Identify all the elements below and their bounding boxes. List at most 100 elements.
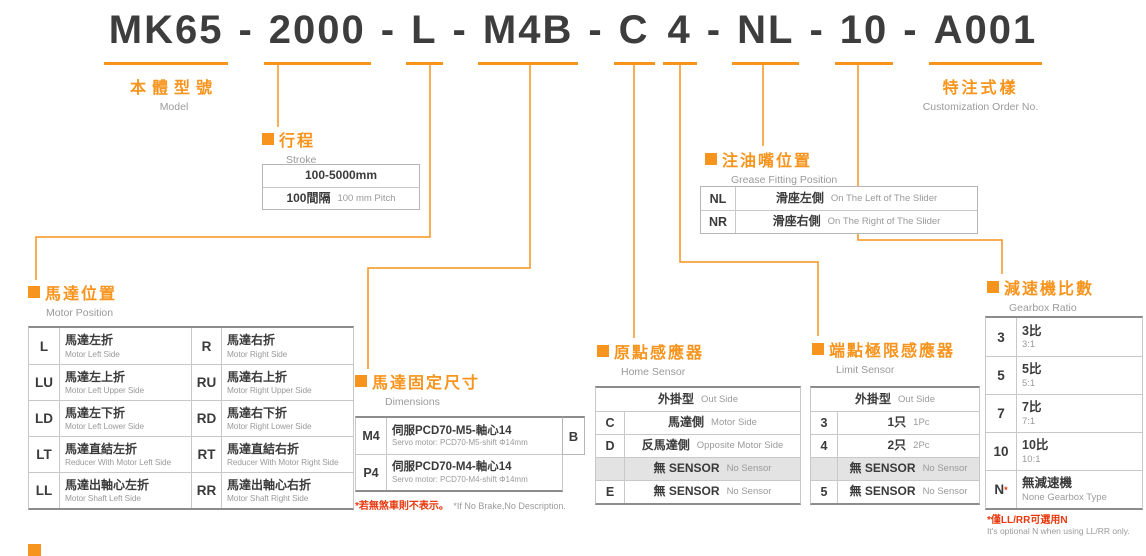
desc-cell: 無 SENSOR No Sensor <box>624 481 800 503</box>
segment-separator: - <box>452 8 468 52</box>
section-bullet-icon <box>812 343 824 355</box>
zh-label: 馬達左下折 <box>65 405 126 420</box>
en-label: On The Right of The Slider <box>827 216 941 228</box>
section-title-en: Stroke <box>286 154 317 166</box>
code-cell: NL <box>709 191 727 206</box>
segment-separator: - <box>706 8 723 52</box>
table-header-row: 外掛型 Out Side <box>811 388 979 411</box>
code-cell: 7 <box>997 406 1005 421</box>
model-code-segment-motor-position: L <box>406 8 443 65</box>
model-code-segment-custom: A001 <box>928 8 1043 65</box>
section-bullet-icon <box>355 375 367 387</box>
code-cell: RU <box>191 365 221 400</box>
zh-label: 無 SENSOR <box>653 484 720 499</box>
header-cell: 外掛型 Out Side <box>596 388 800 411</box>
code-cell: LL <box>35 483 53 498</box>
table-row: NR 滑座右側 On The Right of The Slider <box>701 210 977 233</box>
zh-label: 10比 <box>1022 438 1049 453</box>
code-cell: N* <box>994 482 1008 497</box>
section-title-en: Limit Sensor <box>836 364 895 376</box>
section-title-zh: 特注式樣 <box>942 80 1019 97</box>
segment-separator: - <box>588 8 604 52</box>
model-code-segment-gearbox: 10 <box>834 8 894 65</box>
en-label: No Sensor <box>922 463 968 475</box>
en-label: No Sensor <box>726 486 772 498</box>
stroke-range: 100-5000mm <box>304 168 378 183</box>
zh-label: 5比 <box>1022 362 1042 377</box>
zh-label: 7比 <box>1022 400 1042 415</box>
section-title-zh: 馬達固定尺寸 <box>372 375 481 392</box>
code-cell: LT <box>36 447 52 462</box>
zh-label: 反馬達側 <box>641 438 690 453</box>
footnote-en: It's optional N when using LL/RR only. <box>987 526 1130 536</box>
code-cell: C <box>605 416 615 430</box>
zh-label: 外掛型 <box>658 391 695 406</box>
grease-fitting-table: NL 滑座左側 On The Left of The Slider NR 滑座右… <box>700 186 978 234</box>
section-bullet-icon <box>262 133 274 145</box>
en-label: Motor Left Side <box>65 348 120 359</box>
table-row: 100間隔 100 mm Pitch <box>263 187 419 209</box>
code-cell: E <box>605 485 615 499</box>
desc-cell: 滑座右側 On The Right of The Slider <box>735 211 977 233</box>
section-title-en: Dimensions <box>385 396 440 408</box>
code-cell: LD <box>35 411 53 426</box>
section-title-en: Customization Order No. <box>922 101 1039 113</box>
zh-label: 滑座右側 <box>772 214 821 229</box>
en-label: Motor Left Upper Side <box>65 385 145 396</box>
table-row: NL 滑座左側 On The Left of The Slider <box>701 187 977 210</box>
code-cell: 3 <box>820 416 828 430</box>
zh-label: 馬達出軸心左折 <box>65 477 150 492</box>
code-cell: NR <box>708 215 728 229</box>
section-title-zh: 馬達位置 <box>45 286 118 303</box>
table-header-row: 外掛型 Out Side <box>596 388 800 411</box>
model-code-segment-series: MK65 <box>103 8 229 65</box>
section-title-en: Grease Fitting Position <box>731 174 838 186</box>
section-dimensions: 馬達固定尺寸 Dimensions <box>355 369 480 408</box>
en-label: 1Pc <box>913 417 930 429</box>
en-label: Motor Left Lower Side <box>65 421 145 432</box>
en-label: No Sensor <box>922 486 968 498</box>
section-title-en: Gearbox Ratio <box>1009 302 1077 314</box>
section-title-zh: 減速機比數 <box>1004 281 1095 298</box>
header-cell: 外掛型 Out Side <box>811 388 979 411</box>
zh-label: 馬達左上折 <box>65 369 126 384</box>
zh-label: 無 SENSOR <box>849 461 916 476</box>
code-cell: 5 <box>997 368 1005 383</box>
code-cell <box>811 458 837 480</box>
en-label: Motor Right Side <box>227 348 288 359</box>
section-title-zh: 注油嘴位置 <box>722 153 813 170</box>
segment-separator: - <box>809 8 825 52</box>
section-title-zh: 本體型號 <box>129 80 218 97</box>
code-cell: 5 <box>820 485 828 499</box>
zh-label: 伺服PCD70-M4-軸心14 <box>392 461 512 474</box>
zh-label: 滑座左側 <box>775 190 824 205</box>
section-model: 本體型號 Model <box>99 74 249 113</box>
zh-label: 3比 <box>1022 323 1042 338</box>
model-code-title: MK65 - 2000 - L - M4B - C 4 - NL - 10 - … <box>0 8 1146 65</box>
table-row: E 無 SENSOR No Sensor <box>596 480 800 503</box>
brake-option-cell: B <box>562 416 585 455</box>
dimensions-footnote: *若無煞車則不表示。 *If No Brake,No Description. <box>355 496 566 514</box>
stroke-pitch-zh: 100間隔 <box>286 190 331 205</box>
model-code-segment-dimensions: M4B <box>477 8 579 65</box>
segment-separator: - <box>903 8 919 52</box>
table-row: 100-5000mm <box>263 165 419 187</box>
code-cell: D <box>605 439 615 453</box>
